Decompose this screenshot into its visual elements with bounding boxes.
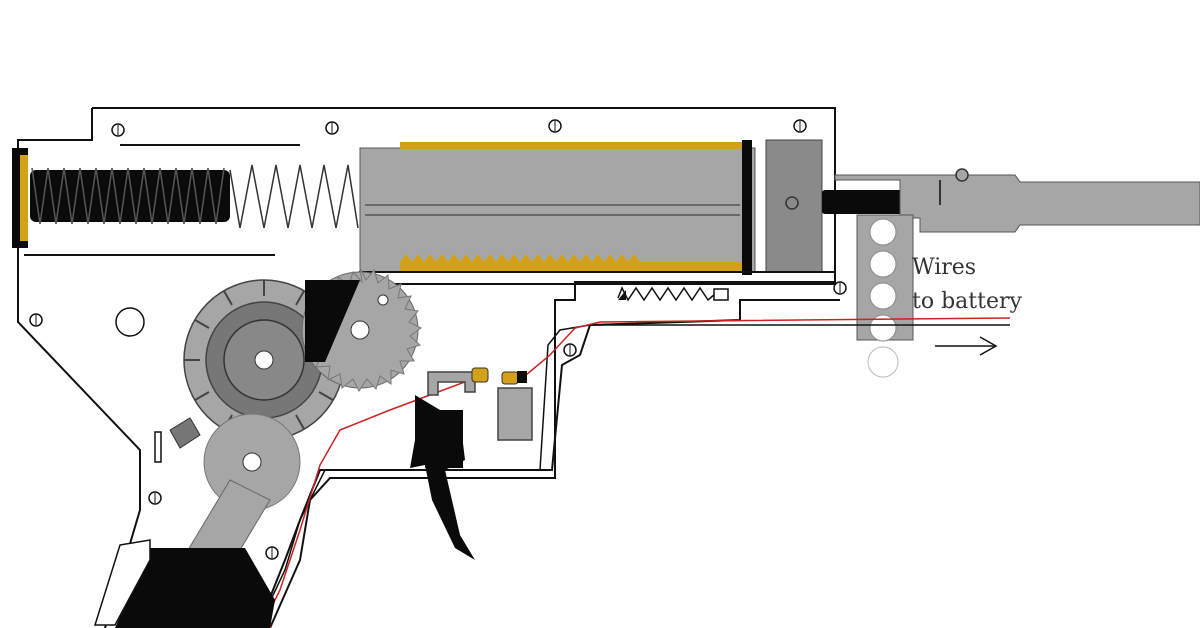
screw-icon: [111, 123, 125, 137]
trigger: [410, 395, 475, 560]
screw-icon: [793, 119, 807, 133]
screw-icon: [833, 281, 847, 295]
screw-icon: [548, 119, 562, 133]
screw-icon: [325, 121, 339, 135]
nozzle: [822, 190, 904, 214]
screw-icon: [148, 491, 162, 505]
bb-feed-tube: [856, 214, 914, 378]
spring-guide: [12, 148, 230, 248]
screws: [29, 119, 847, 560]
gearbox-shell: [17, 107, 840, 628]
tappet-spring: [617, 286, 729, 302]
screw-icon: [265, 546, 279, 560]
arrow-right-icon: [935, 336, 998, 356]
motor: [93, 479, 275, 628]
wires-label-line2: to battery: [912, 289, 1022, 314]
main-spring: [229, 164, 359, 229]
wires-label-line1: Wires: [912, 255, 976, 280]
barrel: [834, 168, 1200, 233]
screw-icon: [29, 313, 43, 327]
anti-reversal-latch: [154, 417, 201, 463]
trigger-contacts: [427, 367, 533, 441]
screw-icon: [563, 343, 577, 357]
cylinder: [359, 139, 836, 285]
bearing-hole: [115, 307, 145, 337]
sector-gear: [183, 279, 345, 441]
tappet-plate: [305, 280, 360, 362]
